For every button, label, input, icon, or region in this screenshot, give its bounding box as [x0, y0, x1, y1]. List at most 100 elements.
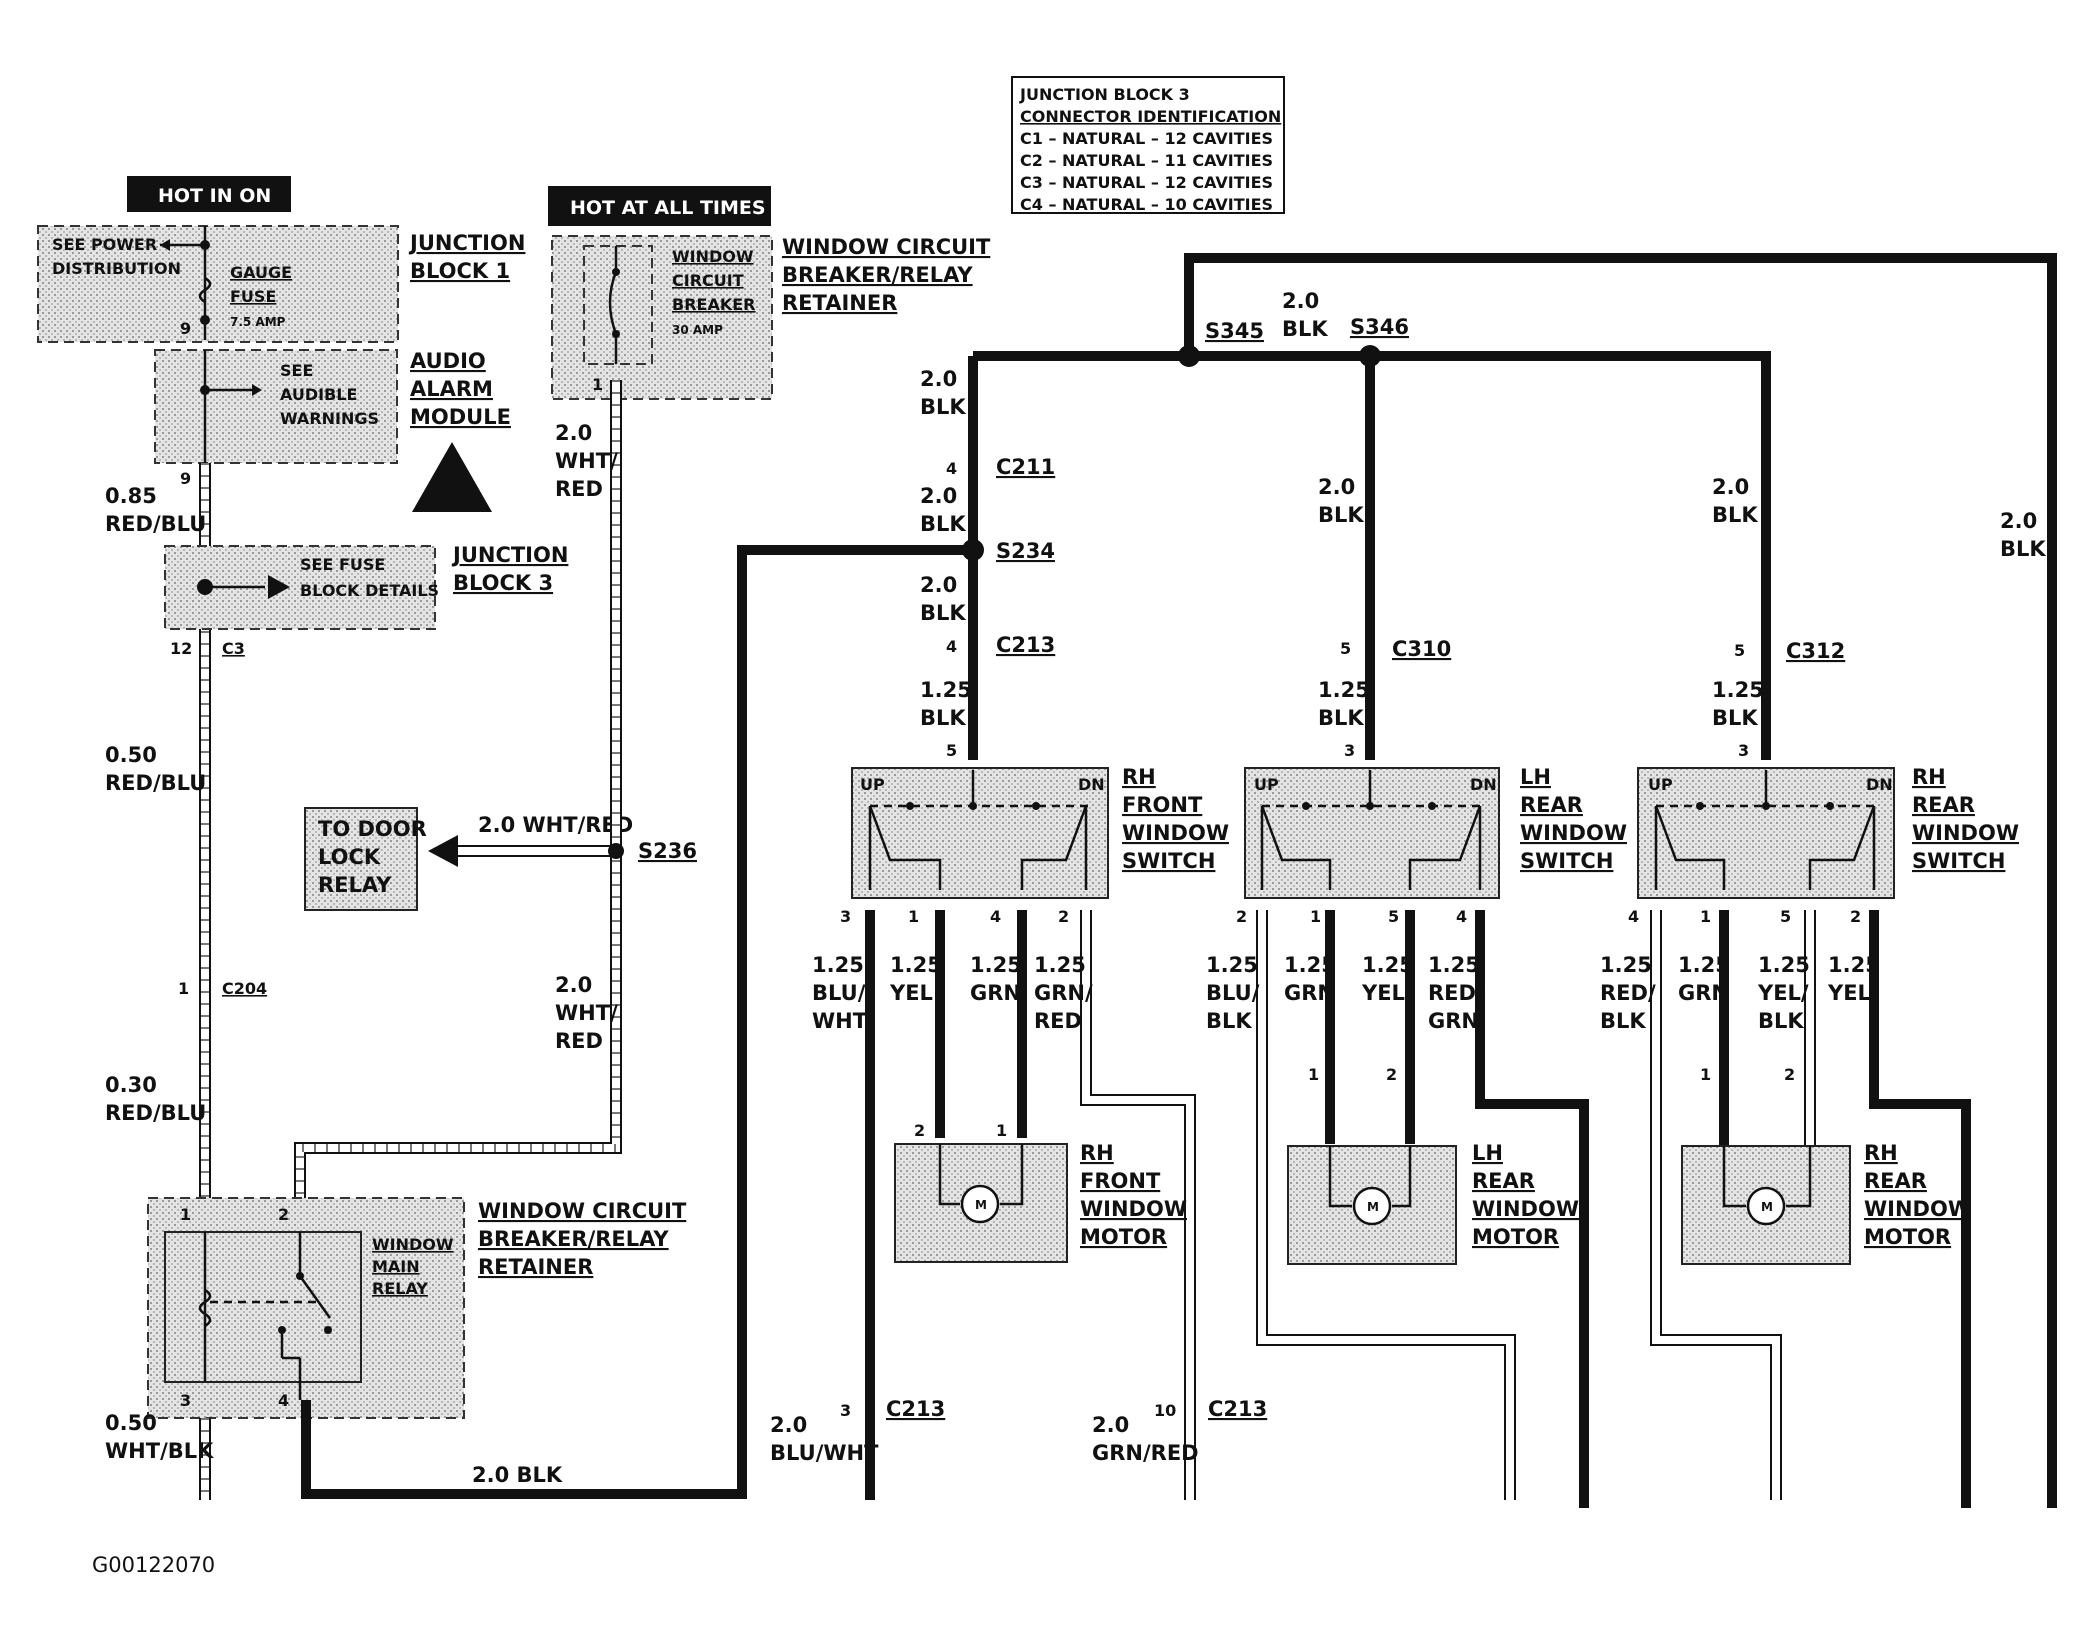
connector-label: C3	[222, 639, 245, 658]
wire-color-label: BLK	[1712, 706, 1758, 730]
pin-label: 4	[946, 459, 957, 478]
relay-label: WINDOW	[372, 1235, 454, 1254]
switch-up-label: UP	[1254, 775, 1279, 794]
pin-label: 2	[278, 1205, 289, 1224]
wire-size-label: 2.0	[920, 573, 957, 597]
wire-color-label: RED	[555, 477, 603, 501]
switch-name-label: FRONT	[1122, 793, 1203, 817]
breaker-retainer-label: BREAKER/RELAY	[782, 263, 973, 287]
wire-size-label: 1.25	[1428, 953, 1480, 977]
pin-label: 5	[946, 741, 957, 760]
switch-name-label: REAR	[1520, 793, 1583, 817]
motor-symbol: M	[975, 1198, 987, 1212]
wire-size-label: 1.25	[1284, 953, 1336, 977]
wire-size-label: 2.0	[555, 421, 592, 445]
wire-color-label: BLU/	[812, 981, 866, 1005]
splice-label: S236	[638, 839, 697, 863]
audio-alarm-module: SEE AUDIBLE WARNINGS AUDIO ALARM MODULE …	[154, 349, 511, 512]
header-hot-in-on-label: HOT IN ON	[158, 185, 271, 207]
switch-name-label: WINDOW	[1912, 821, 2019, 845]
pin-label: 1	[1308, 1065, 1319, 1084]
motor-name-label: LH	[1472, 1141, 1503, 1165]
pin-label: 2	[1058, 907, 1069, 926]
wire-color-label: BLK	[1758, 1009, 1804, 1033]
relay-label: RELAY	[372, 1279, 428, 1298]
wire-size-label: 1.25	[1758, 953, 1810, 977]
motor-name-label: MOTOR	[1472, 1225, 1559, 1249]
pin-label: 1	[996, 1121, 1007, 1140]
figure-id: G00122070	[92, 1553, 215, 1577]
wire-color-label: WHT/	[555, 449, 618, 473]
pin-label: 1	[1700, 1065, 1711, 1084]
wire-color-label: BLK	[1282, 317, 1328, 341]
block-details-label: BLOCK DETAILS	[300, 581, 439, 600]
wire-color-label: BLK	[1206, 1009, 1252, 1033]
wire-color-label: RED	[555, 1029, 603, 1053]
junction-block-1: SEE POWER DISTRIBUTION GAUGE FUSE 7.5 AM…	[37, 225, 525, 343]
motor-symbol: M	[1367, 1200, 1379, 1214]
to-door-lock-relay: TO DOOR LOCK RELAY	[304, 807, 427, 911]
pin-label: 5	[1734, 641, 1745, 660]
wire-color-label: GRN/	[1034, 981, 1093, 1005]
lock-label: LOCK	[318, 845, 381, 869]
relay-retainer-label: RETAINER	[478, 1255, 593, 1279]
motor-symbol: M	[1761, 1200, 1773, 1214]
header-hot-at-all-times: HOT AT ALL TIMES	[548, 186, 771, 226]
wire-color-label: BLK	[1318, 503, 1364, 527]
switch-dn-label: DN	[1866, 775, 1893, 794]
pin-label: 3	[840, 907, 851, 926]
ground-network	[301, 253, 2057, 1508]
header-hot-in-on: HOT IN ON	[127, 176, 291, 212]
relay-label: RELAY	[318, 873, 392, 897]
wire-size-label: 1.25	[890, 953, 942, 977]
wire-size-label: 2.0	[555, 973, 592, 997]
connector-id-row: C4 – NATURAL – 10 CAVITIES	[1020, 195, 1273, 214]
rh-front-window-switch: UP DN	[851, 767, 1109, 899]
wire-size-label: 1.25	[1318, 678, 1370, 702]
pin-label: 5	[1388, 907, 1399, 926]
wire-color-label: WHT/	[555, 1001, 618, 1025]
audio-alarm-module-label: MODULE	[410, 405, 511, 429]
pin-label: 4	[1628, 907, 1639, 926]
motor-name-label: WINDOW	[1472, 1197, 1579, 1221]
see-power-label: SEE POWER	[52, 235, 157, 254]
pin-label: 4	[990, 907, 1001, 926]
connector-label: C213	[1208, 1397, 1267, 1421]
wire-color-label: GRN/RED	[1092, 1441, 1199, 1465]
relay-retainer-label: WINDOW CIRCUIT	[478, 1199, 687, 1223]
audio-alarm-module-label: AUDIO	[410, 349, 486, 373]
wire-size-label: 1.25	[970, 953, 1022, 977]
wire-wht-red	[294, 380, 622, 1210]
wire-size-label: 1.25	[1206, 953, 1258, 977]
motor-name-label: REAR	[1472, 1169, 1535, 1193]
wire-color-label: RED	[1034, 1009, 1082, 1033]
wire-label: 2.0 WHT/RED	[478, 813, 633, 837]
pin-label: 1	[1310, 907, 1321, 926]
wire-label: 2.0 BLK	[472, 1463, 563, 1487]
switch-up-label: UP	[1648, 775, 1673, 794]
relay-retainer-label: BREAKER/RELAY	[478, 1227, 669, 1251]
switch-dn-label: DN	[1470, 775, 1497, 794]
wire-size-label: 0.85	[105, 484, 157, 508]
pin-label: 3	[180, 1391, 191, 1410]
wire-size-label: 2.0	[2000, 509, 2037, 533]
pin-label: 12	[170, 639, 192, 658]
wire-color-label: BLK	[2000, 537, 2046, 561]
connector-id-box: JUNCTION BLOCK 3 CONNECTOR IDENTIFICATIO…	[1011, 76, 1285, 214]
junction-block-1-label: JUNCTION	[408, 231, 525, 255]
motor-name-label: WINDOW	[1864, 1197, 1971, 1221]
wire-color-label: BLK	[1712, 503, 1758, 527]
rr-wires	[1650, 910, 1971, 1508]
wire-color-label: YEL	[1827, 981, 1871, 1005]
pin-label: 9	[180, 469, 191, 488]
lr-wires	[1256, 910, 1589, 1508]
wire-color-label: BLU/	[1206, 981, 1260, 1005]
wire-size-label: 2.0	[1318, 475, 1355, 499]
pin-label: 2	[1784, 1065, 1795, 1084]
pin-label: 1	[1700, 907, 1711, 926]
pin-label: 4	[1456, 907, 1467, 926]
motor-name-label: RH	[1080, 1141, 1114, 1165]
wire-color-label: RED/BLU	[105, 512, 206, 536]
wire-color-label: YEL	[889, 981, 933, 1005]
switch-name-label: LH	[1520, 765, 1551, 789]
